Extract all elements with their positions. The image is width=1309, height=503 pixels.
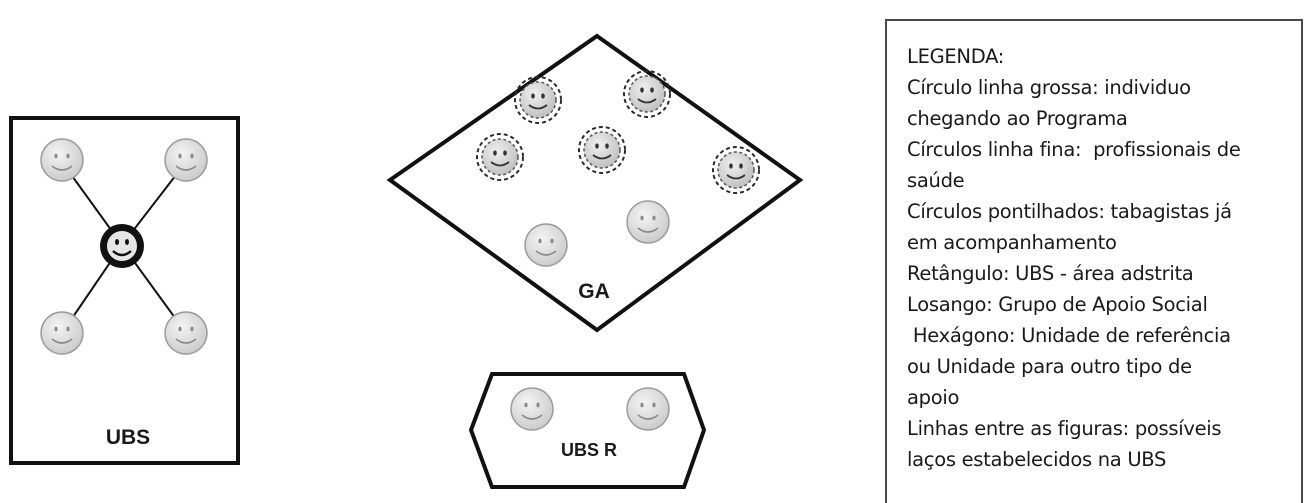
legend-line: Hexágono: Unidade de referência bbox=[907, 324, 1231, 347]
legend-line: laços estabelecidos na UBS bbox=[907, 448, 1167, 471]
legend-line: apoio bbox=[907, 386, 960, 409]
professional-smiley-icon bbox=[164, 138, 208, 182]
legend-line: chegando ao Programa bbox=[907, 107, 1128, 130]
network-diagram: UBS GA UBS R bbox=[9, 33, 804, 489]
professional-smiley-icon bbox=[40, 311, 84, 355]
ubsr-hexagon: UBS R bbox=[468, 372, 707, 489]
professional-smiley-icon bbox=[510, 387, 554, 431]
legend-line: em acompanhamento bbox=[907, 231, 1117, 254]
professional-smiley-icon bbox=[626, 387, 670, 431]
professional-smiley-icon bbox=[40, 138, 84, 182]
ubs-rectangle: UBS bbox=[9, 116, 240, 465]
individual-smiley-icon bbox=[100, 224, 144, 268]
ubsr-label: UBS R bbox=[561, 440, 617, 460]
legend-line: Losango: Grupo de Apoio Social bbox=[907, 293, 1208, 316]
professional-smiley-icon bbox=[164, 311, 208, 355]
professional-smiley-icon bbox=[626, 200, 670, 244]
ga-diamond: GA bbox=[386, 33, 804, 333]
ga-label: GA bbox=[578, 280, 610, 303]
legend-box: LEGENDA: Círculo linha grossa: individuo… bbox=[885, 19, 1303, 503]
legend-line: Linhas entre as figuras: possíveis bbox=[907, 417, 1222, 440]
legend-line: ou Unidade para outro tipo de bbox=[907, 355, 1192, 378]
legend-line: Círculo linha grossa: individuo bbox=[907, 76, 1191, 99]
legend-line: Círculos linha fina: profissionais de bbox=[907, 138, 1241, 161]
professional-smiley-icon bbox=[524, 223, 568, 267]
ubs-label: UBS bbox=[106, 426, 150, 449]
legend-line: Retângulo: UBS - área adstrita bbox=[907, 262, 1194, 285]
legend-line: Círculos pontilhados: tabagistas já bbox=[907, 200, 1232, 223]
legend-line: LEGENDA: bbox=[907, 45, 1005, 68]
legend-line: saúde bbox=[907, 169, 965, 192]
